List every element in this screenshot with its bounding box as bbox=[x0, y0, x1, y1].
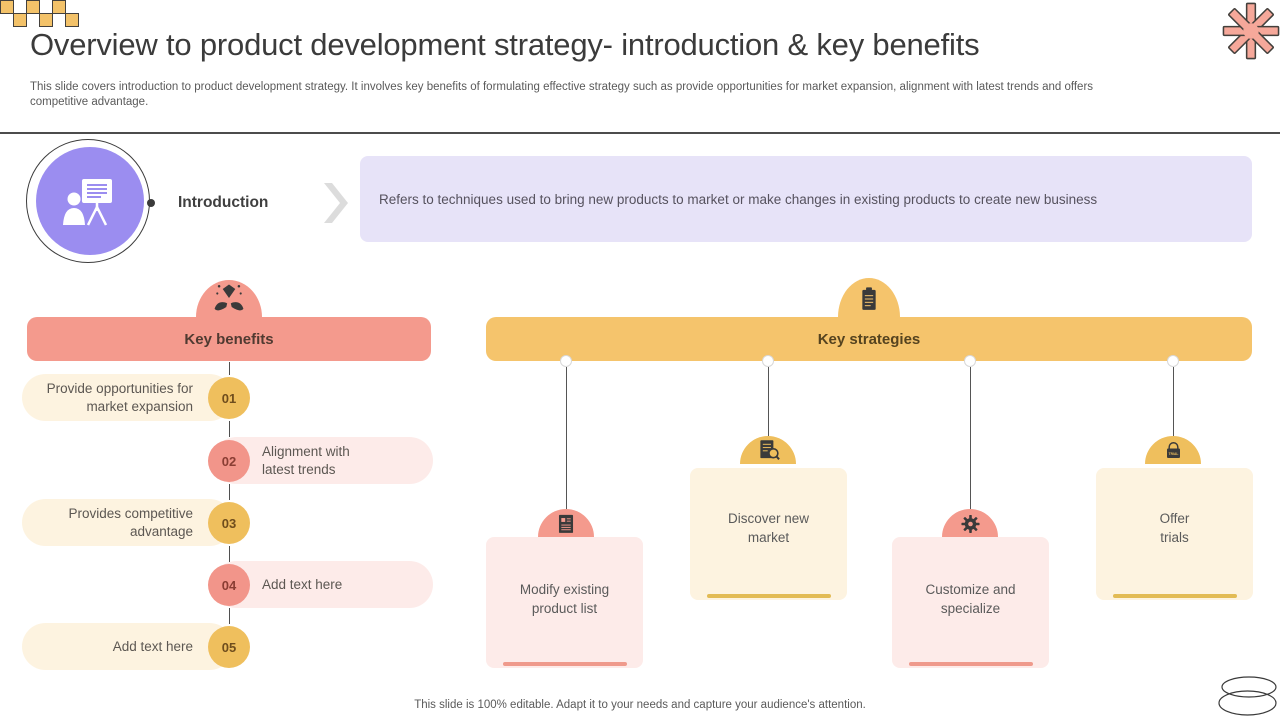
strategy-node bbox=[964, 355, 976, 367]
trial-bag-icon: TRIAL bbox=[1166, 442, 1180, 458]
footer-note: This slide is 100% editable. Adapt it to… bbox=[414, 699, 866, 711]
benefit-text: Provide opportunities for market expansi… bbox=[46, 380, 193, 414]
card-underline bbox=[502, 661, 627, 666]
benefit-connector bbox=[228, 545, 230, 562]
benefit-number-badge: 02 bbox=[208, 440, 250, 482]
intro-dot bbox=[147, 199, 155, 207]
card-underline bbox=[706, 593, 831, 598]
benefit-number-badge: 04 bbox=[208, 564, 250, 606]
strategy-card-2: Discover new market bbox=[690, 468, 847, 600]
checker-pattern-icon bbox=[0, 0, 80, 28]
benefit-number-badge: 03 bbox=[208, 502, 250, 544]
benefit-number-badge: 01 bbox=[208, 377, 250, 419]
strategy-dome-2 bbox=[740, 436, 796, 464]
strategy-dome-1 bbox=[538, 509, 594, 537]
key-strategies-header: Key strategies bbox=[486, 317, 1252, 361]
benefit-connector bbox=[228, 607, 230, 624]
strategy-node bbox=[560, 355, 572, 367]
strategy-dome-4: TRIAL bbox=[1145, 436, 1201, 464]
intro-description: Refers to techniques used to bring new p… bbox=[379, 191, 1098, 207]
benefit-text: Add text here bbox=[262, 576, 343, 592]
intro-description-box: Refers to techniques used to bring new p… bbox=[360, 156, 1252, 242]
clipboard-icon bbox=[862, 287, 876, 310]
strategy-dome-3 bbox=[942, 509, 998, 537]
intro-circle bbox=[36, 147, 144, 255]
benefit-text: Alignment with latest trends bbox=[262, 443, 350, 477]
double-ellipse-icon bbox=[1218, 676, 1277, 716]
benefit-number-badge: 05 bbox=[208, 626, 250, 668]
strategy-node bbox=[1167, 355, 1179, 367]
benefit-pill-05: Add text here bbox=[22, 623, 233, 670]
svg-text:TRIAL: TRIAL bbox=[1168, 452, 1178, 456]
strategy-text: Modify existing product list bbox=[519, 582, 610, 616]
benefit-connector bbox=[228, 362, 230, 375]
document-list-icon bbox=[558, 514, 574, 533]
benefit-pill-01: Provide opportunities for market expansi… bbox=[22, 374, 233, 421]
key-benefits-header-label: Key benefits bbox=[184, 330, 274, 348]
strategy-text: Discover new market bbox=[727, 511, 810, 545]
strategy-drop-line bbox=[1172, 367, 1174, 436]
benefit-pill-03: Provides competitive advantage bbox=[22, 499, 233, 546]
benefits-dome bbox=[196, 280, 262, 317]
benefit-text: Provides competitive advantage bbox=[68, 505, 193, 539]
key-strategies-header-label: Key strategies bbox=[817, 330, 921, 348]
benefit-connector bbox=[228, 421, 230, 437]
intro-label: Introduction bbox=[178, 194, 269, 211]
strategy-drop-line bbox=[969, 367, 971, 509]
asterisk-icon bbox=[1222, 2, 1280, 60]
card-underline bbox=[908, 661, 1033, 666]
strategy-card-3: Customize and specialize bbox=[892, 537, 1049, 668]
strategy-card-4: Offer trials bbox=[1096, 468, 1253, 600]
document-search-icon bbox=[759, 440, 780, 461]
strategy-card-1: Modify existing product list bbox=[486, 537, 643, 668]
strategy-drop-line bbox=[565, 367, 567, 509]
benefit-connector bbox=[228, 483, 230, 500]
page-title: Overview to product development strategy… bbox=[30, 27, 980, 62]
strategies-dome bbox=[838, 278, 900, 317]
presentation-icon bbox=[63, 179, 112, 226]
strategy-text: Offer trials bbox=[1159, 511, 1190, 545]
strategy-drop-line bbox=[767, 367, 769, 436]
hands-diamond-icon bbox=[214, 284, 244, 311]
benefit-text: Add text here bbox=[112, 638, 193, 654]
header-divider bbox=[0, 132, 1280, 134]
chevron-right-icon bbox=[324, 183, 348, 223]
gear-icon bbox=[960, 514, 980, 534]
card-underline bbox=[1112, 593, 1237, 598]
strategy-node bbox=[762, 355, 774, 367]
key-benefits-header: Key benefits bbox=[27, 317, 431, 361]
strategy-text: Customize and specialize bbox=[925, 582, 1016, 616]
slide-subtitle: This slide covers introduction to produc… bbox=[30, 81, 1094, 108]
